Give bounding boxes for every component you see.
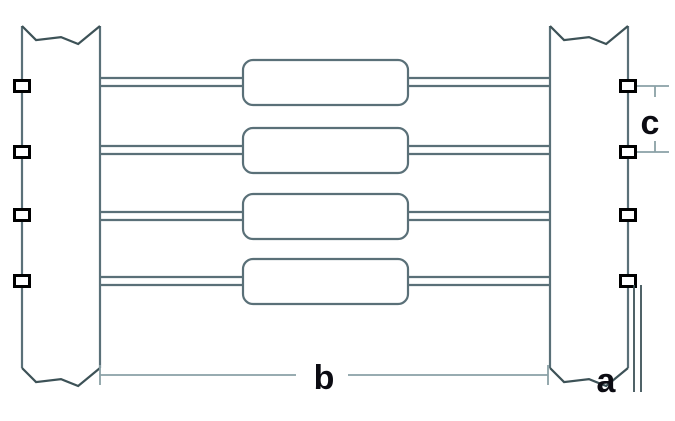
bracket-left-4[interactable] <box>13 274 31 288</box>
dimension-a-label: a <box>597 362 617 400</box>
bracket-left-2[interactable] <box>13 145 31 159</box>
insulator-block-4[interactable] <box>241 257 410 306</box>
bracket-right-3[interactable] <box>619 208 637 222</box>
left-post <box>20 25 102 388</box>
bracket-left-1[interactable] <box>13 79 31 93</box>
insulator-block-3[interactable] <box>241 192 410 241</box>
bracket-right-2[interactable] <box>619 145 637 159</box>
insulator-block-1[interactable] <box>241 58 410 107</box>
dimension-b-label: b <box>314 359 335 397</box>
left-post-break-line-bottom <box>21 367 101 388</box>
insulator-block-2[interactable] <box>241 126 410 175</box>
bracket-right-1[interactable] <box>619 79 637 93</box>
right-post-break-line-bottom <box>549 367 629 388</box>
dimension-c: c <box>637 85 669 153</box>
dimension-b: b <box>99 359 549 397</box>
right-post-break-line-top <box>549 25 629 46</box>
bracket-left-3[interactable] <box>13 208 31 222</box>
left-post-break-line-top <box>21 25 101 46</box>
dimension-c-label: c <box>641 104 660 142</box>
bracket-right-4[interactable] <box>619 274 637 288</box>
right-post <box>548 25 630 388</box>
